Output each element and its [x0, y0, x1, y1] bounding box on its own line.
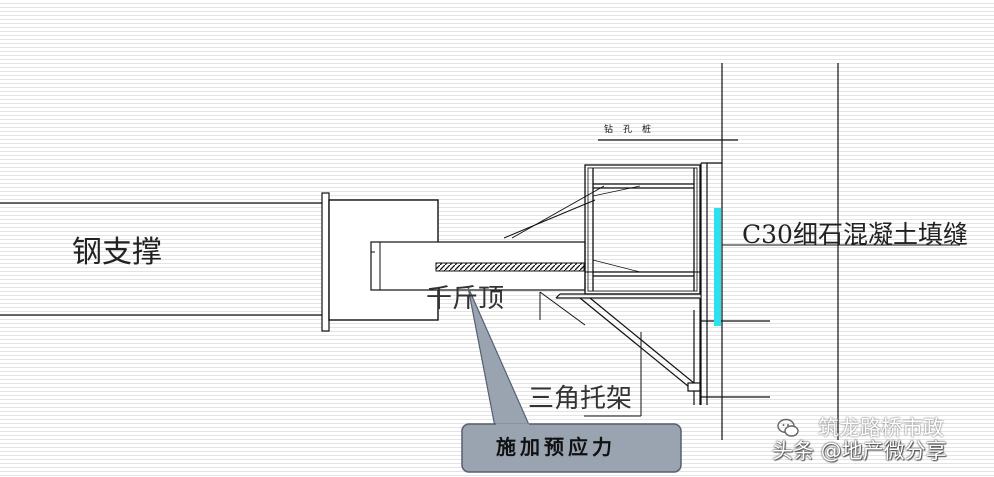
steel-frame-box	[584, 164, 701, 295]
c30-fill-strip	[714, 208, 721, 326]
prestress-callout	[461, 286, 682, 473]
steel-strut	[0, 202, 322, 316]
drilled-pile-label: 钻孔桩	[604, 125, 662, 135]
label-leaders	[584, 332, 642, 417]
drilled-pile	[598, 63, 839, 440]
prestress-shim	[435, 262, 585, 272]
jack-label: 千斤顶	[426, 284, 505, 314]
watermark-line2: 头条 @地产微分享	[772, 439, 947, 463]
wechat-icon	[777, 418, 799, 437]
bracket-label: 三角托架	[528, 384, 633, 414]
prestress-callout-text: 施加预应力	[496, 435, 616, 459]
watermark-line1: 筑龙路桥市政	[818, 416, 944, 440]
c30-fill-label: C30细石混凝土填缝	[742, 220, 968, 249]
steel-strut-label: 钢支撑	[72, 235, 162, 270]
